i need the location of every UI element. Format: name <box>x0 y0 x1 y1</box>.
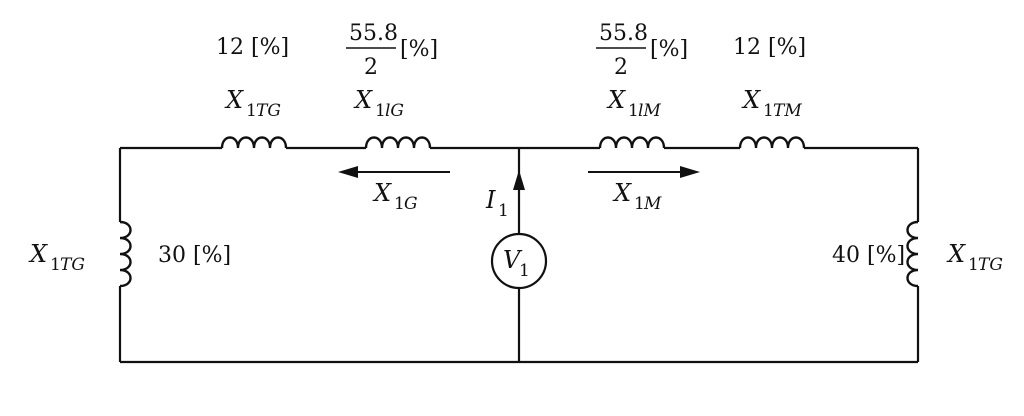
current-label: I <box>485 186 496 214</box>
svg-text:X: X <box>741 86 761 114</box>
svg-text:1: 1 <box>394 194 405 214</box>
svg-text:X: X <box>224 86 244 114</box>
voltage-source-subscript: 1 <box>519 261 530 281</box>
arrow-left-icon <box>338 166 358 178</box>
inductor-x1lm <box>598 136 666 149</box>
svg-text:G: G <box>404 194 418 214</box>
svg-text:1: 1 <box>375 101 386 121</box>
svg-text:1: 1 <box>968 255 979 275</box>
svg-text:lM: lM <box>638 101 661 121</box>
svg-text:1: 1 <box>634 194 645 214</box>
svg-text:M: M <box>643 194 662 214</box>
voltage-source-label: V <box>503 246 523 274</box>
arrow-right-icon <box>680 166 700 178</box>
label-x1g: X 1 G <box>372 179 418 214</box>
label-x1tg-left-shunt: X 1 TG <box>28 240 85 275</box>
label-x1tg-right-shunt: X 1 TG <box>946 240 1003 275</box>
svg-text:1: 1 <box>628 101 639 121</box>
inductor-right-shunt <box>906 220 919 288</box>
arrow-left-x1g <box>338 166 450 178</box>
value-x1tm-series: 12 [%] <box>733 35 806 60</box>
fraction-right-numerator: 55.8 <box>599 21 648 46</box>
svg-text:TG: TG <box>60 255 85 275</box>
voltage-source-circle <box>490 232 548 290</box>
fraction-right-unit: [%] <box>650 37 688 62</box>
svg-text:TG: TG <box>978 255 1003 275</box>
fraction-left-denominator: 2 <box>364 55 378 80</box>
svg-text:lG: lG <box>385 101 404 121</box>
inductor-left-shunt <box>119 220 132 288</box>
fraction-right-denominator: 2 <box>614 55 628 80</box>
svg-text:1: 1 <box>246 101 257 121</box>
label-x1lm: X 1 lM <box>606 86 661 121</box>
inductor-x1tg-series <box>220 136 288 149</box>
label-x1lg: X 1 lG <box>353 86 404 121</box>
svg-text:X: X <box>606 86 626 114</box>
value-x1lm-fraction: 55.8 2 [%] <box>596 21 688 80</box>
inductor-x1lg <box>364 136 432 149</box>
value-x1lg-fraction: 55.8 2 [%] <box>346 21 438 80</box>
current-arrow-icon <box>513 170 525 190</box>
current-subscript: 1 <box>498 201 509 221</box>
circuit-wires <box>118 146 920 364</box>
label-x1m: X 1 M <box>612 179 662 214</box>
svg-text:1: 1 <box>763 101 774 121</box>
svg-text:X: X <box>372 179 392 207</box>
svg-text:TG: TG <box>256 101 281 121</box>
svg-text:X: X <box>353 86 373 114</box>
fraction-left-numerator: 55.8 <box>349 21 398 46</box>
svg-text:1: 1 <box>50 255 61 275</box>
value-left-shunt: 30 [%] <box>158 243 231 268</box>
arrow-right-x1m <box>588 166 700 178</box>
svg-text:TM: TM <box>773 101 802 121</box>
label-x1tg-series: X 1 TG <box>224 86 281 121</box>
value-right-shunt: 40 [%] <box>832 243 905 268</box>
fraction-left-unit: [%] <box>400 37 438 62</box>
svg-text:X: X <box>28 240 48 268</box>
label-x1tm: X 1 TM <box>741 86 802 121</box>
svg-text:X: X <box>612 179 632 207</box>
value-x1tg-series: 12 [%] <box>216 35 289 60</box>
inductor-x1tm <box>738 136 806 149</box>
svg-text:X: X <box>946 240 966 268</box>
